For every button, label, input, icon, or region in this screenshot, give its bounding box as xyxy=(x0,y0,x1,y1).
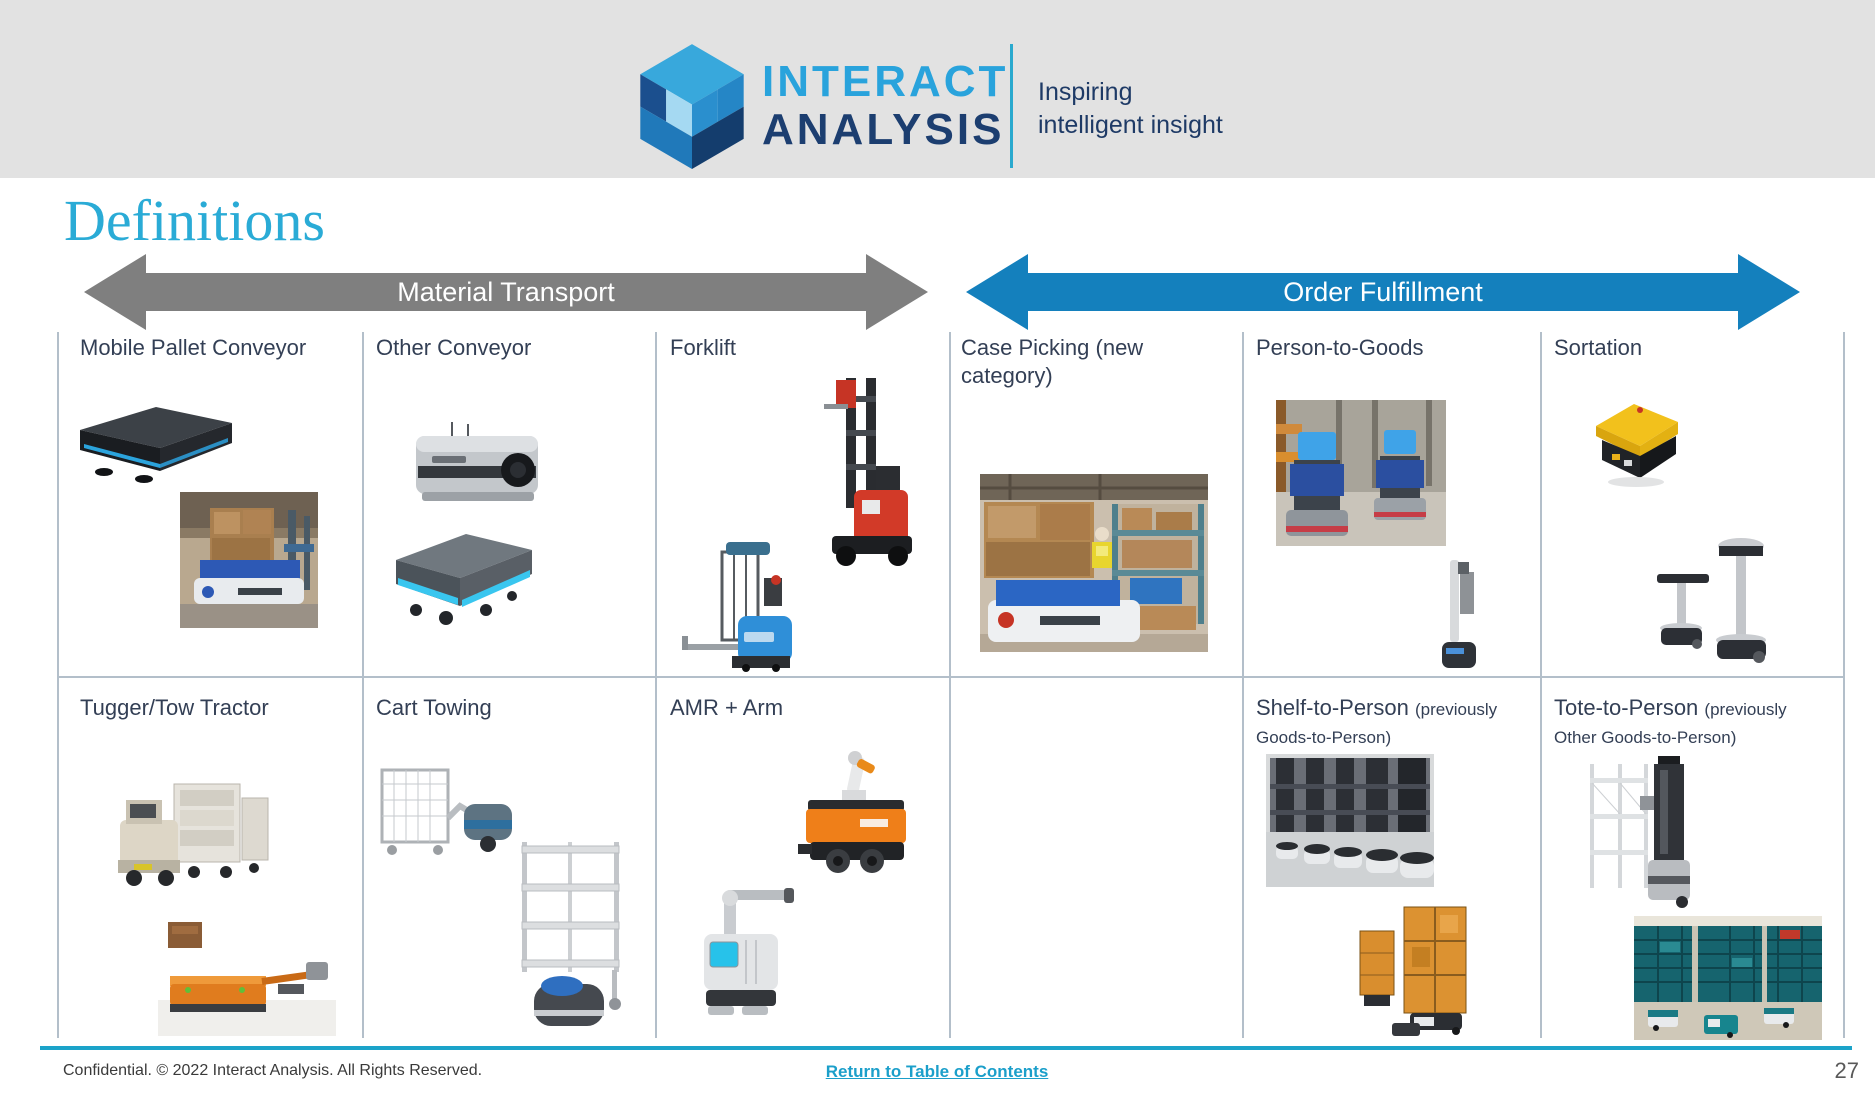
tote-to-person-suffix: (previously Other Goods-to-Person) xyxy=(1554,700,1787,748)
logo-wordmark-line1: INTERACT xyxy=(762,57,1009,106)
cell-title-person-to-goods: Person-to-Goods xyxy=(1256,335,1424,360)
grid-row-divider xyxy=(57,676,1845,678)
confidential-notice: Confidential. © 2022 Interact Analysis. … xyxy=(63,1062,483,1079)
mast-tote-robot-photo xyxy=(1584,756,1700,916)
pallet-load-agv-photo xyxy=(180,492,318,628)
grid-vline-4 xyxy=(1242,332,1244,1038)
warehouse-case-picking-photo xyxy=(980,474,1208,652)
grid-vline-2 xyxy=(655,332,657,1038)
return-to-toc-link[interactable]: Return to Table of Contents xyxy=(825,1062,1049,1081)
interact-analysis-logo-icon xyxy=(636,42,748,170)
cage-cart-towing-robot-image xyxy=(376,762,516,867)
kuka-mobile-arm-robot-image xyxy=(784,746,922,880)
shelf-cart-robot-image xyxy=(512,838,634,1036)
tall-slim-robot-image xyxy=(1438,556,1480,674)
grid-vline-1 xyxy=(362,332,364,1038)
tote-robots-aisle-photo xyxy=(1276,400,1446,546)
cell-title-case-picking: Case Picking (new category) xyxy=(961,335,1144,389)
grid-vline-5 xyxy=(1540,332,1542,1038)
yellow-tilt-tray-robot-image xyxy=(1582,396,1688,492)
orange-pod-robots-image xyxy=(1356,903,1489,1041)
cell-title-sortation: Sortation xyxy=(1554,335,1643,360)
tagline-line2: intelligent insight xyxy=(1038,110,1223,139)
cell-title-mobile-pallet-conveyor: Mobile Pallet Conveyor xyxy=(80,335,307,360)
grid-vline-3 xyxy=(949,332,951,1038)
red-reach-truck-image xyxy=(810,372,918,568)
grid-vline-6 xyxy=(1843,332,1845,1038)
tote-to-person-title: Tote-to-Person xyxy=(1554,695,1699,720)
cell-title-other-conveyor: Other Conveyor xyxy=(376,335,532,360)
cell-title-amr-plus-arm: AMR + Arm xyxy=(670,695,784,720)
cell-title-tugger-tow-tractor: Tugger/Tow Tractor xyxy=(80,695,269,720)
tagline-line1: Inspiring xyxy=(1038,78,1133,106)
cell-title-cart-towing: Cart Towing xyxy=(376,695,492,720)
cell-title-forklift: Forklift xyxy=(670,335,736,360)
pole-sortation-robots-image xyxy=(1655,530,1773,666)
logo-divider xyxy=(1010,44,1013,168)
logo-wordmark-line2: ANALYSIS xyxy=(762,105,1005,154)
flat-agv-cyan-strip-image xyxy=(390,522,538,630)
dark-flat-agv-image xyxy=(72,400,237,485)
grid-vline-0 xyxy=(57,332,59,1038)
blue-pallet-stacker-image xyxy=(680,540,795,672)
shelf-robot-fleet-photo xyxy=(1266,754,1434,887)
material-transport-label: Material Transport xyxy=(397,276,615,307)
order-fulfillment-label: Order Fulfillment xyxy=(1283,276,1483,307)
teal-bin-storage-photo xyxy=(1634,916,1822,1040)
cell-title-shelf-to-person: Shelf-to-Person (previously Goods-to-Per… xyxy=(1256,694,1531,750)
header-band xyxy=(0,0,1875,178)
orange-tow-robot-image xyxy=(158,918,336,1036)
footer-rule xyxy=(40,1046,1852,1050)
boxy-conveyor-robot-image xyxy=(402,414,552,510)
tugger-train-photo xyxy=(112,776,270,909)
page-number: 27 xyxy=(1834,1058,1859,1083)
cell-title-tote-to-person: Tote-to-Person (previously Other Goods-t… xyxy=(1554,694,1829,750)
logo-tagline: Inspiring intelligent insight xyxy=(1038,76,1223,141)
order-fulfillment-arrow: Order Fulfillment xyxy=(966,254,1800,330)
page-title: Definitions xyxy=(64,188,325,253)
shelf-to-person-suffix: (previously Goods-to-Person) xyxy=(1256,700,1498,748)
shelf-to-person-title: Shelf-to-Person xyxy=(1256,695,1409,720)
white-mobile-arm-robot-image xyxy=(696,884,800,1032)
material-transport-arrow: Material Transport xyxy=(84,254,928,330)
